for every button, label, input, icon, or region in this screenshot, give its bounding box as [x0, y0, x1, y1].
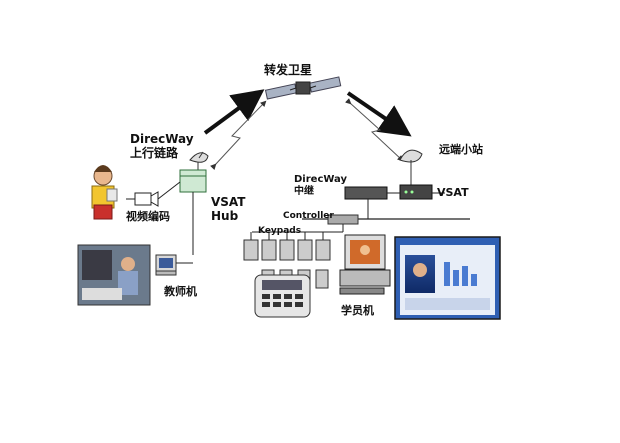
uplink-label: DirecWay 上行链路 — [130, 132, 194, 161]
relay-label: DirecWay 中继 — [294, 174, 347, 197]
uplink-arrow — [203, 89, 265, 135]
relay-label-line1: DirecWay — [294, 174, 348, 185]
video-encoder-label: 视频编码 — [126, 210, 170, 223]
dish-antenna-icon — [189, 151, 209, 172]
vsat-hub-label: VSAT Hub — [211, 195, 246, 224]
student-computer-icon — [339, 234, 391, 295]
keypad-icon — [254, 274, 311, 318]
satellite-label: 转发卫星 — [264, 63, 313, 77]
camera-icon — [126, 191, 159, 207]
hub-satellite-link — [210, 100, 267, 170]
uplink-label-line1: DirecWay — [130, 132, 194, 146]
satellite-icon — [264, 76, 342, 100]
downlink-arrow — [346, 91, 412, 137]
vsat-hub-label-line1: VSAT — [211, 195, 246, 209]
remote-satellite-link — [345, 98, 404, 162]
remote-station-label: 远端小站 — [439, 143, 483, 156]
controller-label: Controller — [283, 211, 334, 221]
relay-label-line2: 中继 — [294, 185, 314, 197]
vsat-hub-label-line2: Hub — [211, 208, 239, 223]
vsat-remote-label: VSAT — [437, 186, 469, 199]
vsat-remote-box — [399, 184, 433, 200]
remote-dish-icon — [399, 149, 423, 185]
student-pc-label: 学员机 — [341, 304, 374, 317]
studio-photo — [77, 244, 151, 306]
vsat-hub-box — [179, 169, 207, 193]
keypads-label: Keypads — [258, 226, 302, 236]
teacher-pc-label: 教师机 — [164, 285, 197, 298]
teacher-person-icon — [91, 165, 118, 220]
computer-icon — [155, 254, 193, 276]
relay-box — [344, 186, 388, 200]
uplink-label-line2: 上行链路 — [130, 145, 179, 160]
screen-display — [394, 236, 501, 320]
